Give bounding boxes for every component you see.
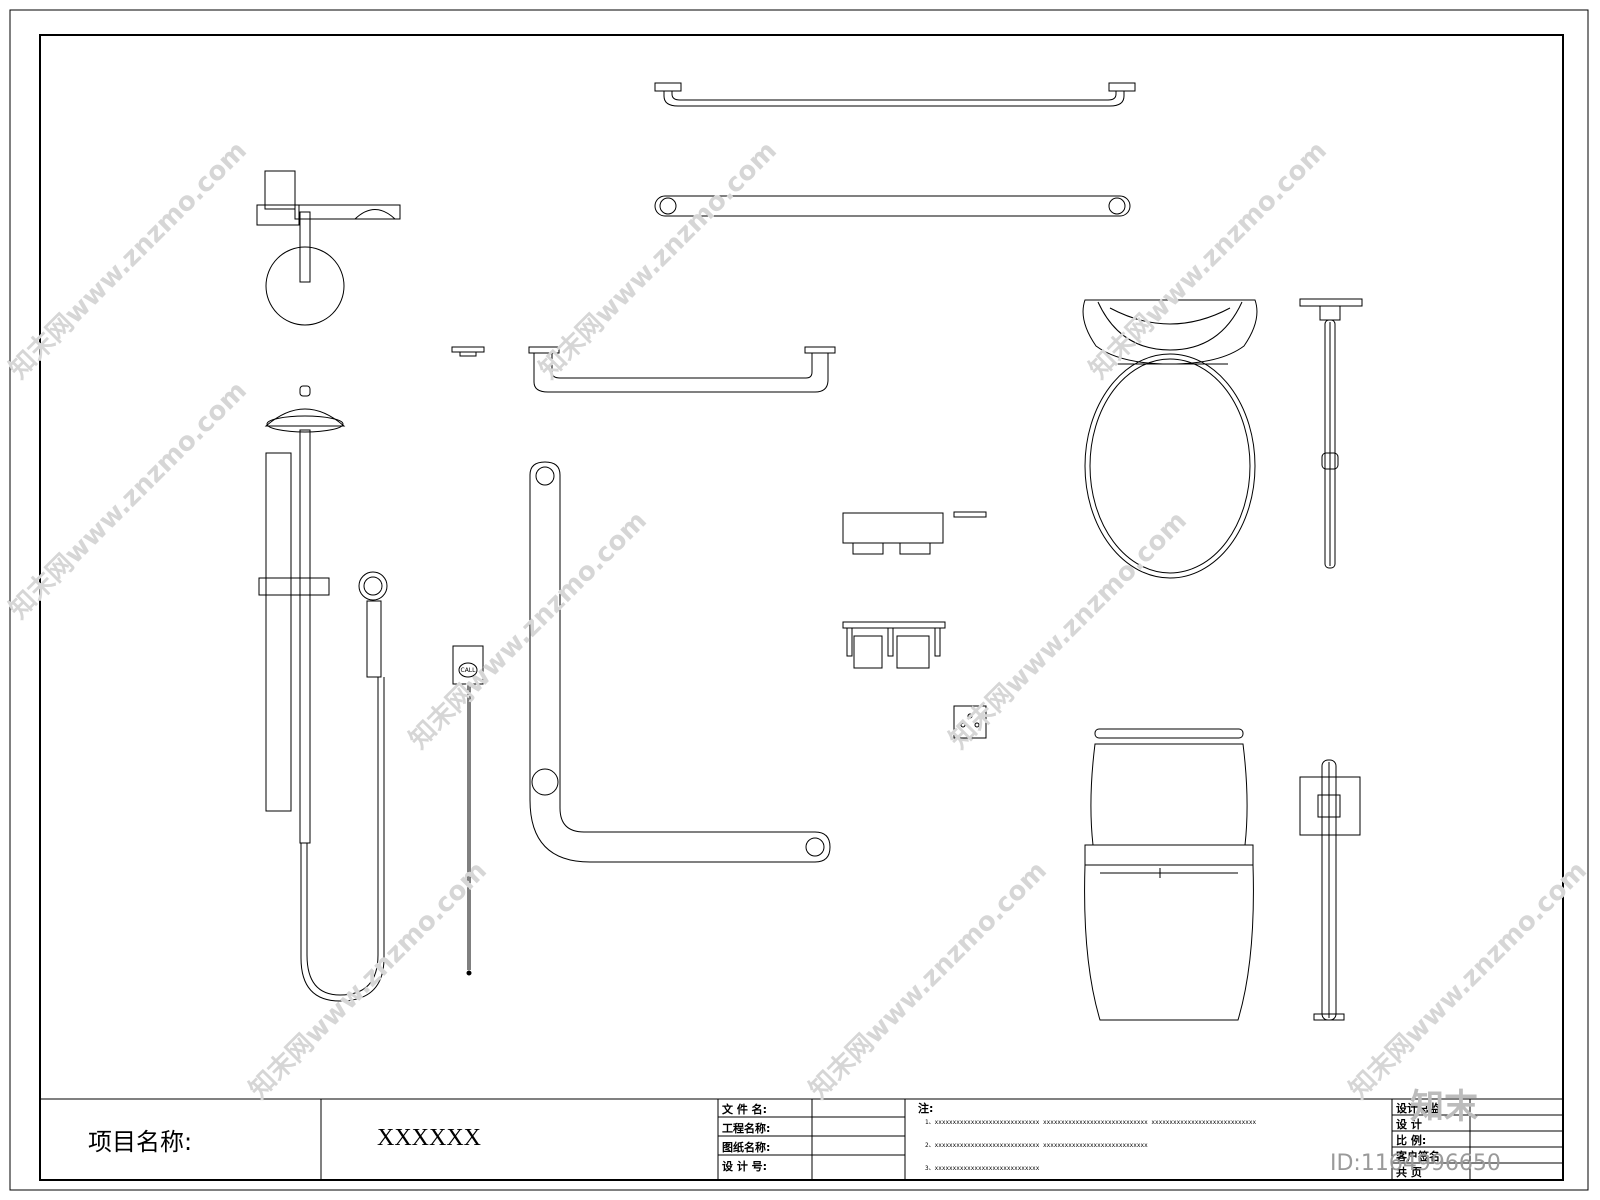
project-name-value: XXXXXX — [377, 1125, 481, 1151]
field-file-name: 文 件 名: — [722, 1102, 767, 1116]
watermark-text: 知末网www.znzmo.com — [4, 376, 253, 625]
watermark-text: 知末网www.znzmo.com — [4, 136, 253, 385]
notes-heading: 注: — [918, 1101, 933, 1115]
outer-border — [9, 9, 1589, 1191]
wall-shower-head — [256, 170, 401, 326]
watermark-text: 知末网www.znzmo.com — [944, 506, 1193, 755]
note-line-3: 3、xxxxxxxxxxxxxxxxxxxxxxxxxxxxx — [925, 1165, 1040, 1172]
watermark-text: 知末网www.znzmo.com — [1084, 136, 1333, 385]
watermark-text: 知末网www.znzmo.com — [404, 506, 653, 755]
toilet-front-view — [1084, 728, 1254, 1021]
field-project-name: 工程名称: — [722, 1121, 770, 1135]
label-total-pages: 共 页 — [1396, 1165, 1422, 1179]
field-drawing-name: 图纸名称: — [722, 1140, 770, 1154]
grab-bar-straight — [654, 195, 1131, 217]
inner-border — [39, 34, 1564, 1181]
soap-dish — [842, 511, 987, 555]
title-block — [40, 1098, 1563, 1180]
label-client-signature: 客户签名 — [1395, 1149, 1440, 1163]
watermark-logo: 知末 — [1410, 1087, 1478, 1127]
watermark-text: 知末网www.znzmo.com — [534, 136, 783, 385]
toilet-top-view — [1082, 299, 1258, 579]
field-design-number: 设 计 号: — [722, 1159, 767, 1173]
grab-bar-vertical-bottom — [1299, 759, 1361, 1021]
label-designer: 设 计 — [1396, 1117, 1422, 1131]
grab-bar-top — [654, 82, 1136, 107]
double-paper-holder — [842, 621, 946, 669]
watermark-text: 知末网www.znzmo.com — [244, 856, 493, 1105]
emergency-call-device — [452, 645, 484, 976]
label-design-director: 设计总监 — [1396, 1101, 1440, 1115]
grab-bar-l-shape — [529, 461, 831, 863]
grab-bar-vertical-top — [1299, 298, 1363, 569]
shower-column — [258, 385, 388, 1002]
note-line-2: 2、xxxxxxxxxxxxxxxxxxxxxxxxxxxxx xxxxxxxx… — [925, 1142, 1148, 1149]
label-scale: 比 例: — [1396, 1133, 1426, 1147]
wall-flange-small — [451, 346, 485, 357]
grab-bar-horizontal — [528, 346, 836, 393]
watermark-layer: 知末网www.znzmo.com 知末网www.znzmo.com 知末网www… — [4, 136, 1593, 1105]
call-button-label: CALL — [461, 667, 477, 674]
watermark-text: 知末网www.znzmo.com — [804, 856, 1053, 1105]
note-line-1: 1、xxxxxxxxxxxxxxxxxxxxxxxxxxxxx xxxxxxxx… — [925, 1119, 1256, 1126]
watermark-text: 知末网www.znzmo.com — [1344, 856, 1593, 1105]
project-name-label: 项目名称: — [88, 1128, 192, 1156]
socket-plate — [953, 705, 987, 739]
watermark-id: ID:1164996650 — [1330, 1151, 1501, 1176]
